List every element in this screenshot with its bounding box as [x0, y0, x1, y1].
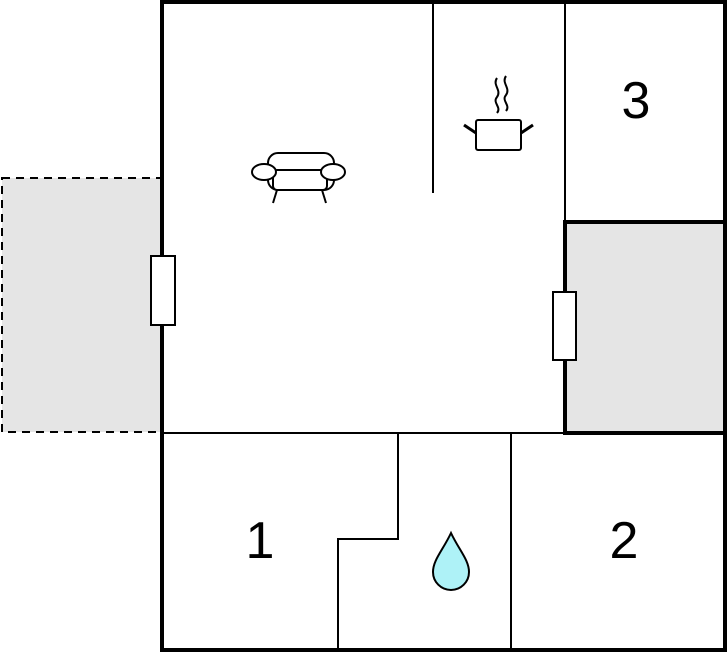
bathroom-stepped-wall [337, 433, 399, 650]
door-left [150, 255, 176, 326]
water-drop-icon [431, 530, 471, 591]
door-right [552, 291, 577, 361]
cooking-pot-icon [463, 75, 534, 151]
outdoor-terrace-left [1, 177, 163, 433]
covered-terrace-right [565, 222, 725, 432]
interior-walls [162, 2, 566, 650]
room-label-3: 3 [622, 72, 651, 130]
room-label-1: 1 [246, 512, 275, 570]
room-label-2: 2 [610, 512, 639, 570]
sofa-icon [251, 152, 346, 204]
